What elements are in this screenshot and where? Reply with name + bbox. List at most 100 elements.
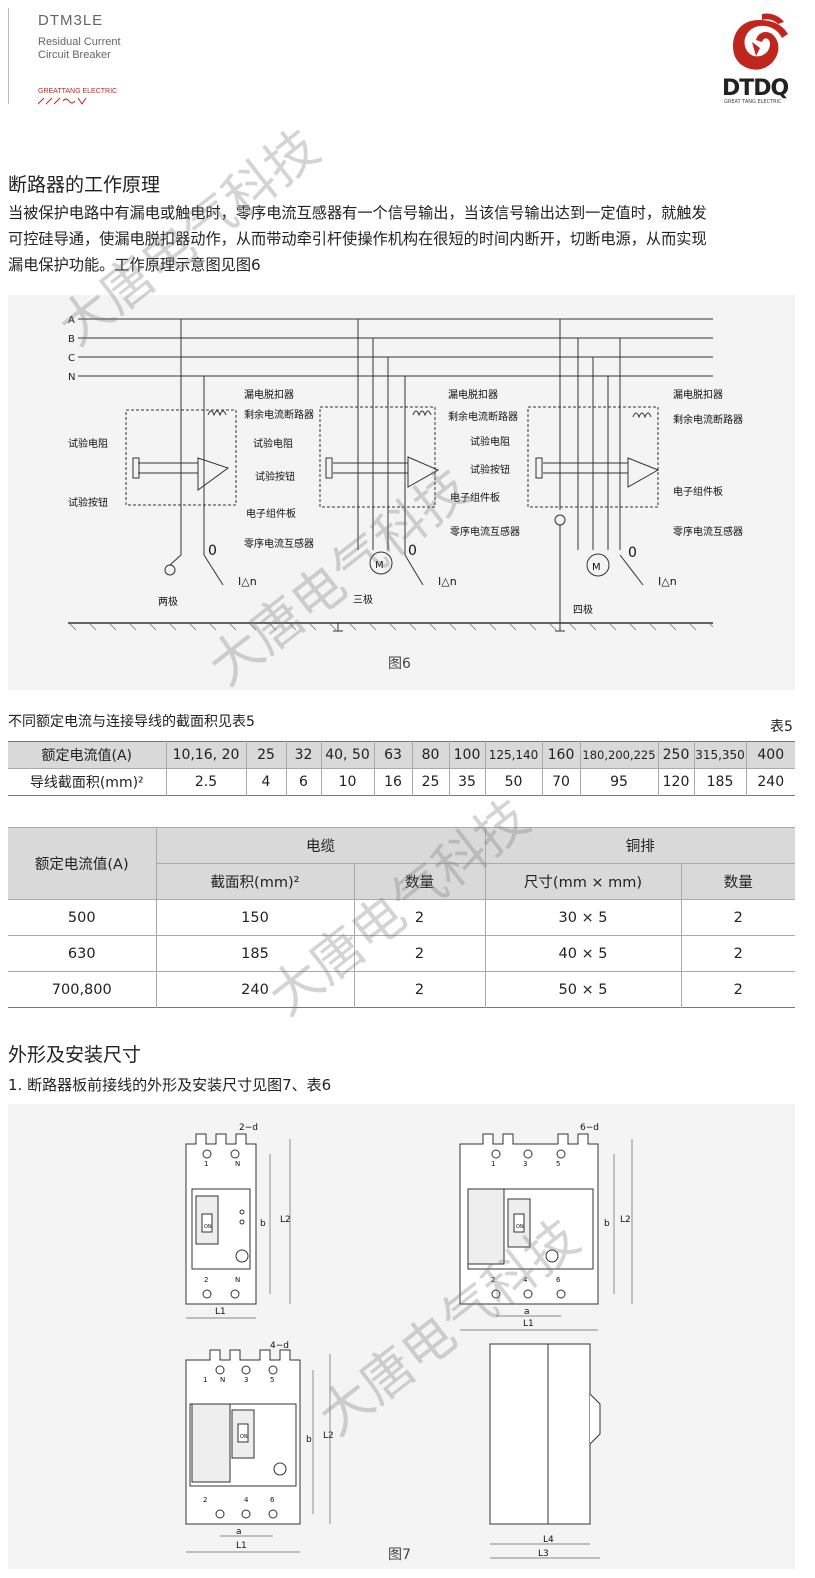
svg-text:0: 0	[208, 543, 217, 559]
svg-text:零序电流互感器: 零序电流互感器	[244, 537, 314, 550]
line-label-c: C	[68, 353, 75, 364]
svg-text:L2: L2	[620, 1215, 631, 1225]
svg-text:两极: 两极	[158, 595, 178, 608]
figure-6-working-principle: A B C N 漏电脱扣器 剩余电流断路器 试验电阻 试验按钮 电子组件板 零序…	[8, 295, 795, 690]
svg-text:M: M	[375, 560, 384, 571]
section-title-dimensions: 外形及安装尺寸	[8, 1044, 142, 1066]
figure-7-caption: 图7	[388, 1547, 411, 1563]
svg-text:3: 3	[523, 1160, 527, 1168]
svg-text:试验按钮: 试验按钮	[470, 463, 510, 476]
svg-text:电子组件板: 电子组件板	[246, 507, 296, 520]
svg-text:b: b	[604, 1219, 610, 1229]
svg-text:5: 5	[270, 1376, 274, 1384]
line-label-b: B	[68, 334, 75, 345]
svg-text:四极: 四极	[573, 603, 593, 616]
svg-text:电子组件板: 电子组件板	[673, 485, 723, 498]
t6-h-qty1: 数量	[353, 863, 485, 900]
svg-text:L3: L3	[538, 1549, 549, 1559]
svg-text:电子组件板: 电子组件板	[450, 491, 500, 504]
svg-text:试验电阻: 试验电阻	[470, 435, 510, 448]
svg-text:0: 0	[628, 545, 637, 561]
svg-text:L2: L2	[280, 1215, 291, 1225]
svg-text:4−d: 4−d	[270, 1341, 289, 1351]
svg-text:I△n: I△n	[438, 575, 457, 588]
svg-text:4: 4	[244, 1496, 249, 1504]
brand-name: GREATTANG ELECTRIC	[38, 88, 118, 95]
svg-text:L2: L2	[323, 1431, 334, 1441]
para-line-2: 可控硅导通，使漏电脱扣器动作，从而带动牵引杆使操作机构在很短的时间内断开，切断电…	[8, 230, 707, 248]
section-title-principle: 断路器的工作原理	[8, 174, 161, 196]
brand-signature-icon	[37, 97, 93, 107]
para-line-3: 漏电保护功能。工作原理示意图见图6	[8, 256, 261, 274]
t6-h-size: 尺寸(mm × mm)	[484, 863, 681, 900]
svg-text:剩余电流断路器: 剩余电流断路器	[448, 410, 518, 423]
svg-text:b: b	[306, 1435, 312, 1445]
dragon-logo-icon	[733, 13, 788, 70]
svg-text:ON: ON	[516, 1224, 524, 1230]
svg-text:M: M	[592, 562, 601, 573]
svg-text:4: 4	[523, 1276, 528, 1284]
line-label-n: N	[68, 372, 75, 383]
svg-text:1: 1	[203, 1376, 207, 1384]
svg-text:L1: L1	[215, 1307, 226, 1317]
t6-h-qty2: 数量	[680, 863, 795, 900]
header-divider	[8, 8, 9, 104]
t6-h-area: 截面积(mm)²	[155, 863, 354, 900]
t6-group-copper: 铜排	[484, 827, 795, 864]
svg-text:N: N	[235, 1276, 240, 1284]
svg-text:1: 1	[204, 1160, 208, 1168]
svg-text:2: 2	[491, 1276, 495, 1284]
svg-text:漏电脱扣器: 漏电脱扣器	[448, 388, 498, 401]
svg-text:I△n: I△n	[658, 575, 677, 588]
svg-text:5: 5	[556, 1160, 560, 1168]
svg-text:6: 6	[270, 1496, 275, 1504]
t6-col-current: 额定电流值(A)	[8, 827, 156, 900]
logo-text: DTDQ	[722, 76, 789, 101]
line-label-a: A	[68, 315, 75, 326]
svg-text:2: 2	[204, 1276, 208, 1284]
svg-text:a: a	[236, 1527, 242, 1537]
dimensions-subtitle: 1. 断路器板前接线的外形及安装尺寸见图7、表6	[8, 1076, 332, 1094]
svg-text:零序电流互感器: 零序电流互感器	[450, 525, 520, 538]
circuit-diagram: A B C N 漏电脱扣器 剩余电流断路器 试验电阻 试验按钮 电子组件板 零序…	[68, 315, 743, 632]
svg-text:3: 3	[244, 1376, 248, 1384]
svg-text:b: b	[260, 1219, 266, 1229]
svg-text:a: a	[524, 1307, 530, 1317]
svg-text:三极: 三极	[353, 593, 373, 606]
svg-text:ON: ON	[204, 1224, 212, 1230]
svg-text:试验电阻: 试验电阻	[253, 437, 293, 450]
svg-text:N: N	[220, 1376, 225, 1384]
t6-group-cable: 电缆	[155, 827, 485, 864]
svg-text:N: N	[235, 1160, 240, 1168]
table5-intro: 不同额定电流与连接导线的截面积见表5	[8, 714, 255, 730]
company-logo: DTDQ GREAT TANG ELECTRIC	[722, 12, 796, 106]
svg-text:试验按钮: 试验按钮	[68, 496, 108, 509]
svg-text:剩余电流断路器: 剩余电流断路器	[244, 408, 314, 421]
svg-text:试验按钮: 试验按钮	[255, 470, 295, 483]
svg-text:0: 0	[408, 543, 417, 559]
svg-text:6: 6	[556, 1276, 561, 1284]
svg-text:ON: ON	[240, 1434, 248, 1440]
product-subtitle-2: Circuit Breaker	[38, 49, 111, 61]
svg-text:I△n: I△n	[238, 575, 257, 588]
svg-text:1: 1	[491, 1160, 495, 1168]
figure-6-caption: 图6	[388, 656, 411, 672]
logo-subtext: GREAT TANG ELECTRIC	[724, 99, 782, 105]
svg-text:零序电流互感器: 零序电流互感器	[673, 525, 743, 538]
svg-text:试验电阻: 试验电阻	[68, 437, 108, 450]
table6-cable-copper: 额定电流值(A) 电缆 铜排 截面积(mm)² 数量 尺寸(mm × mm) 数…	[8, 827, 795, 1008]
svg-text:L1: L1	[236, 1541, 247, 1551]
svg-text:L4: L4	[543, 1535, 554, 1545]
svg-text:6−d: 6−d	[580, 1123, 599, 1133]
principle-paragraph: 当被保护电路中有漏电或触电时，零序电流互感器有一个信号输出，当该信号输出达到一定…	[8, 200, 808, 278]
svg-text:剩余电流断路器: 剩余电流断路器	[673, 413, 743, 426]
table5-label: 表5	[770, 719, 793, 735]
